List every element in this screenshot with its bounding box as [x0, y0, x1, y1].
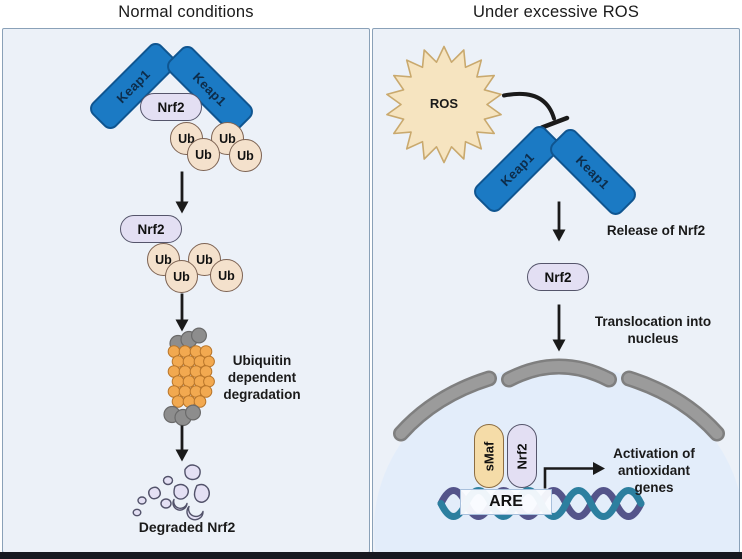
keap1-label: Keap1 [497, 149, 537, 189]
keap1-protein: Keap1 [163, 42, 257, 136]
degraded-nrf2-debris-icon [132, 464, 210, 521]
ub-label: Ub [178, 131, 195, 146]
excessive-ros-panel: ROS Keap1 Keap1 Release of Nrf2 Nrf2 Tra… [372, 28, 740, 553]
keap1-protein: Keap1 [470, 122, 564, 216]
ros-label: ROS [429, 96, 459, 111]
left-panel-title: Normal conditions [118, 3, 254, 21]
smaf-label: sMaf [481, 441, 497, 471]
are-element: ARE [460, 489, 552, 515]
ub-label: Ub [195, 147, 212, 162]
ub-label: Ub [173, 269, 190, 284]
nrf2-label: Nrf2 [157, 99, 185, 115]
nrf2-protein: Nrf2 [120, 215, 182, 243]
nrf2-label: Nrf2 [137, 221, 165, 237]
release-caption: Release of Nrf2 [606, 223, 706, 238]
nrf2-protein: Nrf2 [140, 93, 202, 121]
arrow-down-icon [175, 171, 189, 214]
smaf-protein: sMaf [474, 424, 504, 488]
arrow-down-icon [552, 304, 566, 352]
ub-label: Ub [155, 252, 172, 267]
activation-caption: Activation of antioxidant genes [613, 446, 695, 495]
keap1-protein: Keap1 [546, 125, 640, 219]
ubiquitin-badge: Ub [229, 139, 262, 172]
figure-bottom-border [0, 552, 742, 559]
ubiquitin-badge: Ub [147, 243, 180, 276]
ub-label: Ub [218, 268, 235, 283]
ubiquitin-badge: Ub [165, 260, 198, 293]
ub-label: Ub [219, 131, 236, 146]
degraded-nrf2-label: Degraded Nrf2 [138, 519, 236, 535]
nrf2-label: Nrf2 [514, 442, 530, 470]
ub-label: Ub [196, 252, 213, 267]
translocation-caption: Translocation into nucleus [594, 314, 712, 346]
arrow-down-icon [175, 293, 189, 332]
nrf2-nuclear-protein: Nrf2 [507, 424, 537, 488]
ubiquitin-badge: Ub [210, 259, 243, 292]
ub-label: Ub [237, 148, 254, 163]
arrow-down-icon [552, 201, 566, 242]
inhibition-arrow-icon [502, 91, 570, 130]
right-panel-title: Under excessive ROS [472, 3, 640, 21]
arrow-down-icon [175, 425, 189, 462]
ubiquitin-badge: Ub [187, 138, 220, 171]
keap1-label: Keap1 [573, 152, 613, 192]
degradation-caption: Ubiquitin dependent degradation [223, 353, 301, 402]
are-label: ARE [489, 493, 523, 510]
nrf2-protein: Nrf2 [527, 263, 589, 291]
normal-conditions-panel: Keap1 Keap1 Nrf2 Ub Ub Ub Ub Nrf2 Ub Ub … [2, 28, 370, 553]
nrf2-label: Nrf2 [544, 269, 572, 285]
